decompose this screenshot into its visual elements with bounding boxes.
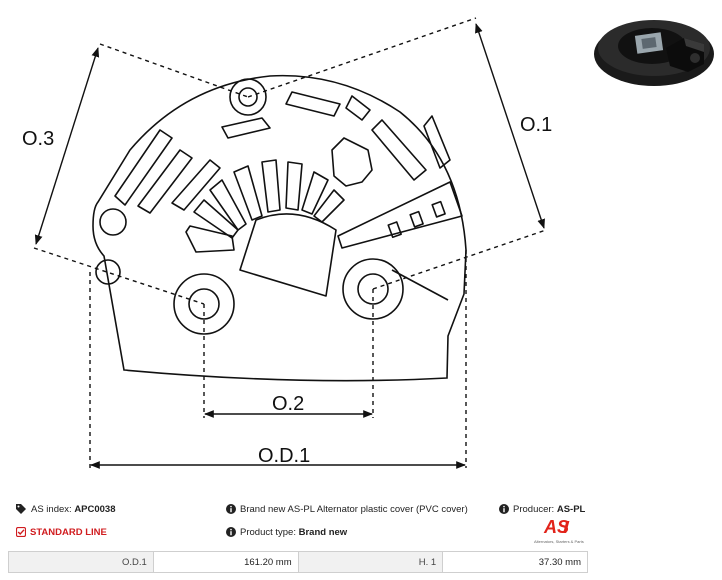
dimension-lines: [34, 23, 545, 469]
small-hole-lower: [95, 259, 121, 285]
cover-outline: [92, 74, 467, 382]
info-icon: [226, 504, 236, 517]
producer-value: AS-PL: [556, 504, 586, 515]
svg-text:AS: AS: [543, 517, 569, 537]
small-hole-upper: [99, 208, 127, 236]
dim-o3-line: [34, 47, 100, 245]
spec-key: O.D.1: [8, 551, 154, 573]
as-pl-logo: AS Alternators, Starters & Parts: [534, 517, 584, 544]
spec-key: H. 1: [297, 551, 444, 573]
producer-label: Producer:: [513, 504, 555, 515]
product-thumbnail: [594, 20, 714, 86]
left-hole-inner: [188, 288, 220, 320]
description: Brand new AS-PL Alternator plastic cover…: [226, 504, 468, 517]
spec-value: 161.20 mm: [152, 551, 299, 573]
dim-label-o3: O.3: [22, 128, 54, 150]
dim-label-o2: O.2: [272, 393, 304, 415]
dim-label-o1: O.1: [520, 114, 552, 136]
right-hole-outer: [342, 258, 404, 320]
dim-label-od1: O.D.1: [258, 445, 310, 467]
as-index-label: AS index:: [31, 504, 72, 515]
top-hole-inner: [238, 87, 258, 107]
table-row: O.D.1 161.20 mm H. 1 37.30 mm: [8, 551, 588, 573]
product-line-text: STANDARD LINE: [30, 527, 107, 538]
construction-lines: [33, 17, 547, 468]
technical-drawing: O.3 O.1 O.2 O.D.1: [22, 17, 552, 469]
vent-slots: [114, 91, 463, 301]
spec-value: 37.30 mm: [442, 551, 588, 573]
as-index: AS index: APC0038: [16, 504, 116, 517]
producer: Producer: AS-PL: [499, 504, 585, 517]
top-hole-outer: [229, 78, 267, 116]
checkbox-icon: [15, 526, 27, 540]
info-icon: [499, 504, 509, 517]
dim-o1-line: [475, 23, 545, 229]
info-icon: [226, 527, 236, 540]
product-type: Product type: Brand new: [226, 527, 347, 540]
mount-holes: [95, 78, 404, 335]
product-type-label: Product type:: [240, 527, 296, 538]
tag-icon: [16, 504, 27, 517]
description-text: Brand new AS-PL Alternator plastic cover…: [240, 504, 468, 515]
svg-text:Alternators, Starters & Parts: Alternators, Starters & Parts: [534, 539, 584, 544]
product-type-value: Brand new: [298, 527, 348, 538]
product-line: STANDARD LINE: [15, 526, 107, 540]
spec-table: O.D.1 161.20 mm H. 1 37.30 mm: [8, 551, 588, 573]
as-index-value: APC0038: [74, 504, 116, 515]
right-hole-inner: [357, 273, 389, 305]
left-hole-outer: [173, 273, 235, 335]
